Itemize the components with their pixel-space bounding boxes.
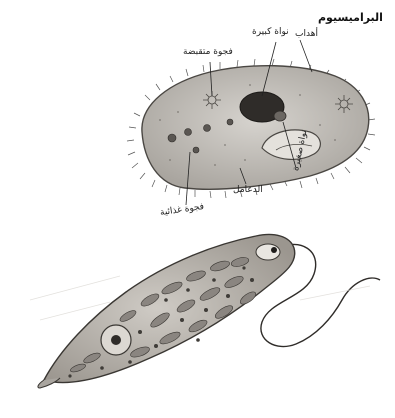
euglena-reservoir: [256, 244, 280, 260]
euglena-eyespot: [271, 247, 277, 253]
euglena-body: [44, 235, 295, 383]
